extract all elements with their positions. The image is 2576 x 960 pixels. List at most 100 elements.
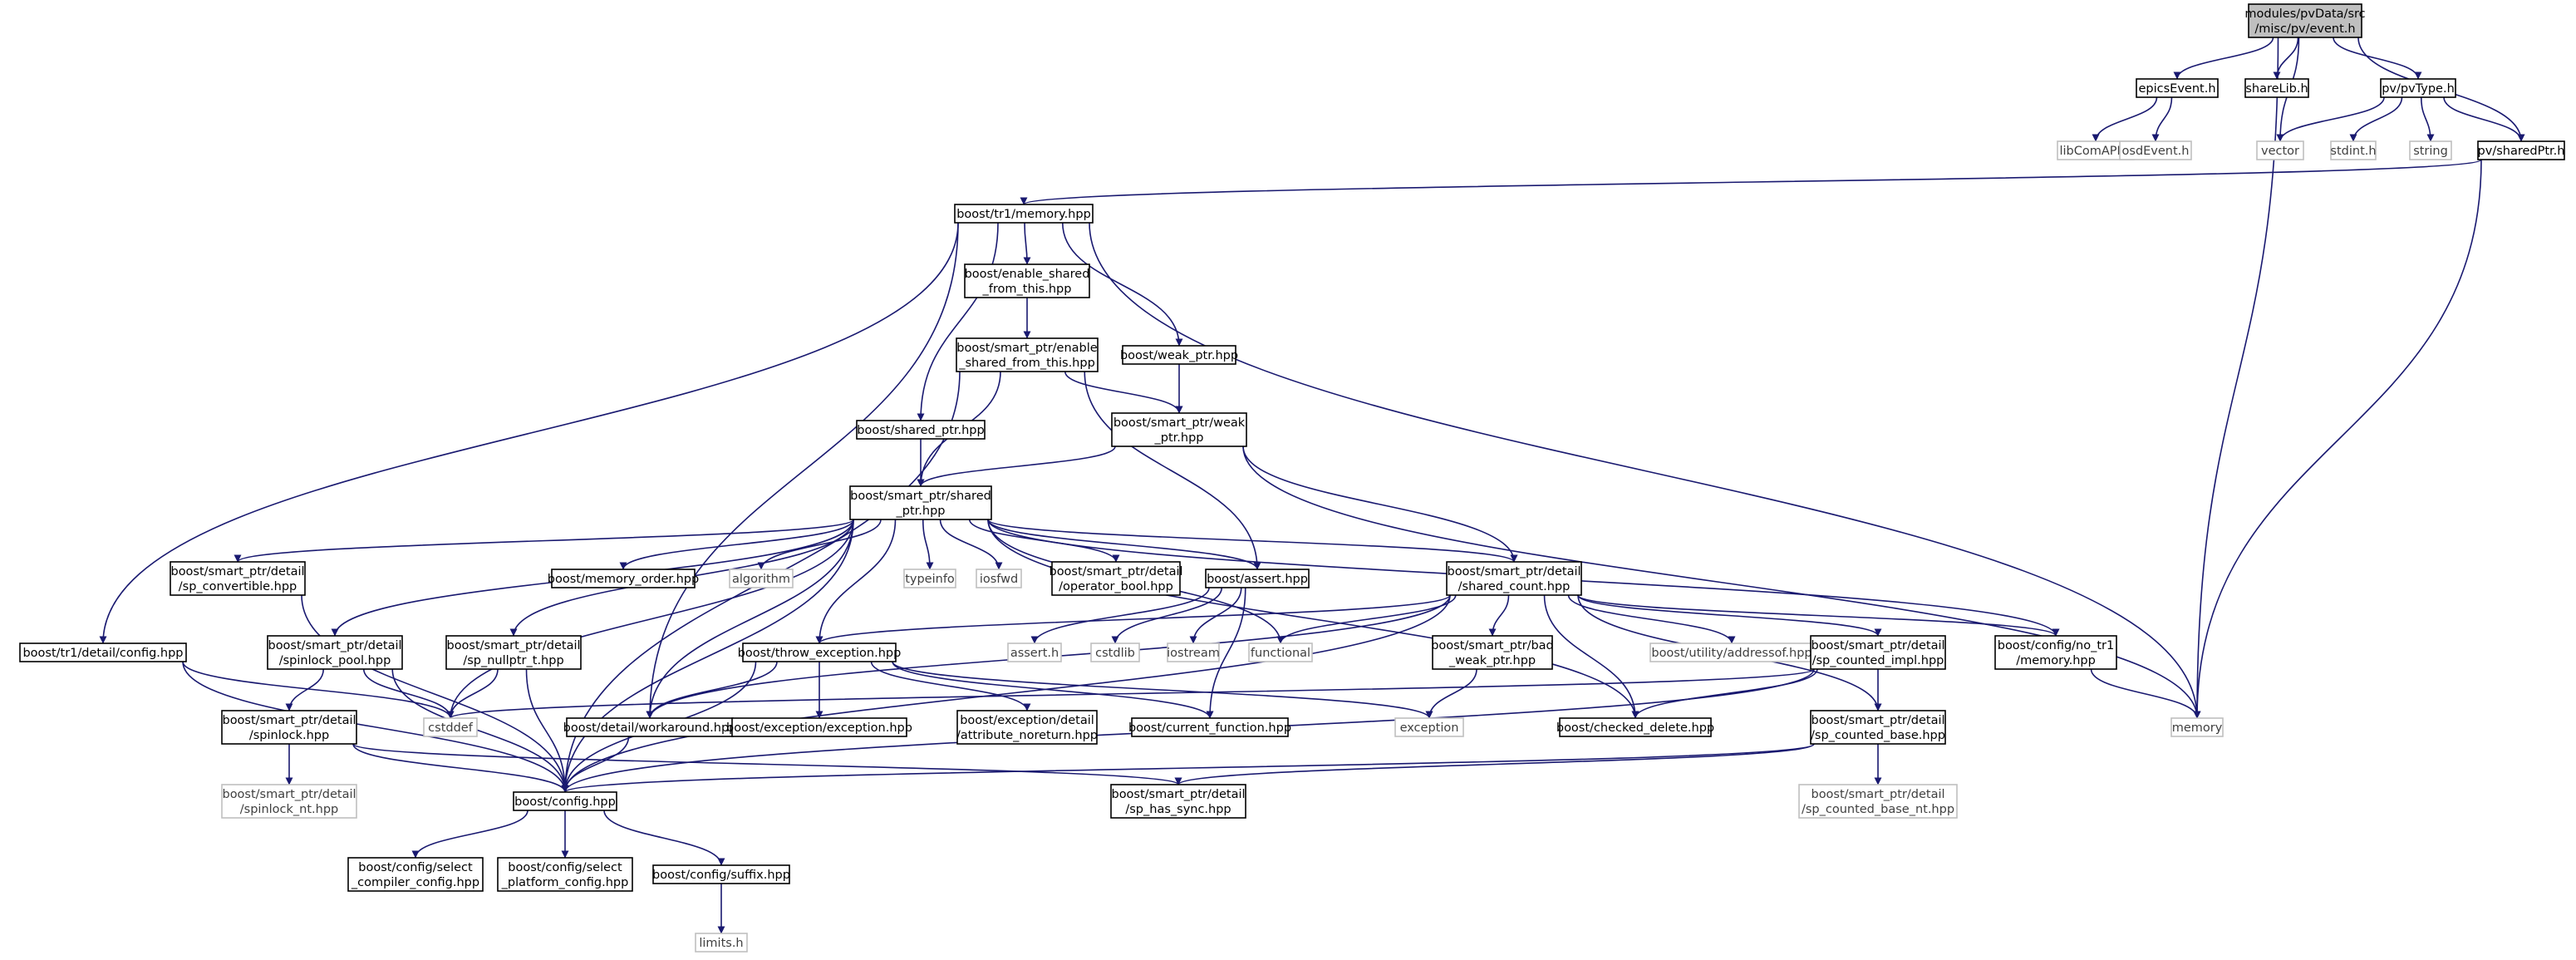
node-sp_counted_base_nt: boost/smart_ptr/detail/sp_counted_base_n…	[1798, 784, 1958, 819]
node-assert_h: assert.h	[1007, 642, 1062, 662]
node-box	[2477, 140, 2565, 160]
edge-path	[525, 668, 569, 793]
edge-sp_shared_ptr-to-shared_count	[987, 519, 1518, 563]
node-box	[849, 485, 992, 520]
node-box	[1111, 412, 1247, 447]
node-iosfwd: iosfwd	[976, 569, 1022, 588]
node-sp_nullptr[interactable]: boost/smart_ptr/detail/sp_nullptr_t.hpp	[445, 635, 582, 670]
node-spinlock[interactable]: boost/smart_ptr/detail/spinlock.hpp	[221, 710, 357, 745]
edge-sp_shared_ptr-to-throw_exception	[815, 519, 897, 644]
node-label-line: boost/config/select	[508, 861, 622, 874]
node-operator_bool[interactable]: boost/smart_ptr/detail/operator_bool.hpp	[1049, 561, 1183, 596]
node-throw_exception[interactable]: boost/throw_exception.hpp	[738, 642, 902, 662]
node-label-line: _compiler_config.hpp	[351, 876, 479, 889]
edge-path	[917, 446, 1116, 487]
node-label-line: boost/config/select	[358, 861, 473, 874]
edge-tr1memory-to-enable_shared	[1023, 222, 1031, 265]
node-event_h[interactable]: modules/pvData/src/misc/pv/event.h	[2244, 3, 2366, 38]
node-box	[445, 635, 582, 670]
edge-sp_counted_base-to-sp_has_sync	[1174, 743, 1815, 785]
node-sp_enable_shared[interactable]: boost/smart_ptr/enable_shared_from_this.…	[956, 337, 1099, 372]
node-sp_convertible[interactable]: boost/smart_ptr/detail/sp_convertible.hp…	[170, 561, 306, 596]
node-attribute_noreturn[interactable]: boost/exception/detail/attribute_noretur…	[956, 710, 1098, 745]
node-label-line: iostream	[1167, 647, 1220, 660]
edge-path	[603, 810, 725, 866]
edge-path	[2276, 96, 2385, 142]
node-shared_count[interactable]: boost/smart_ptr/detail/shared_count.hpp	[1446, 561, 1582, 596]
node-box	[903, 569, 956, 588]
node-suffix[interactable]: boost/config/suffix.hpp	[652, 864, 790, 884]
node-box	[1051, 561, 1181, 596]
node-spinlock_pool[interactable]: boost/smart_ptr/detail/spinlock_pool.hpp	[267, 635, 403, 670]
edge-spinlock_pool-to-config_hpp	[391, 668, 569, 793]
node-shareLib[interactable]: shareLib.h	[2244, 78, 2309, 98]
node-sp_counted_base[interactable]: boost/smart_ptr/detail/sp_counted_base.h…	[1810, 710, 1946, 745]
node-assert_hpp[interactable]: boost/assert.hpp	[1205, 569, 1310, 588]
node-sp_has_sync[interactable]: boost/smart_ptr/detail/sp_has_sync.hpp	[1110, 784, 1246, 819]
node-box	[1131, 717, 1289, 737]
edge-event_h-to-epicsEvent	[2173, 37, 2274, 80]
node-box	[513, 791, 617, 811]
node-sp_counted_impl[interactable]: boost/smart_ptr/detail/sp_counted_impl.h…	[1810, 635, 1946, 670]
node-bad_weak_ptr[interactable]: boost/smart_ptr/bad_weak_ptr.hpp	[1431, 635, 1554, 670]
node-box	[1432, 635, 1553, 670]
node-enable_shared[interactable]: boost/enable_shared_from_this.hpp	[964, 263, 1090, 298]
edge-tr1config-to-cstddef	[182, 661, 455, 719]
edge-shared_count-to-checked_delete	[1543, 594, 1639, 719]
edge-pvType-to-sharedPtr	[2443, 96, 2525, 142]
edge-sp_nullptr-to-config_hpp	[525, 668, 569, 793]
node-box	[1810, 710, 1946, 745]
edge-tr1memory-to-workaround	[646, 222, 959, 719]
node-sharedPtr[interactable]: pv/sharedPtr.h	[2477, 140, 2565, 160]
node-shared_ptr_hpp[interactable]: boost/shared_ptr.hpp	[856, 420, 986, 440]
node-select_platform[interactable]: boost/config/select_platform_config.hpp	[497, 857, 633, 892]
node-workaround[interactable]: boost/detail/workaround.hpp	[563, 717, 737, 737]
node-current_function[interactable]: boost/current_function.hpp	[1128, 717, 1291, 737]
node-box	[1798, 784, 1958, 819]
node-label-line: limits.h	[699, 937, 743, 950]
node-label-line: exception	[1400, 721, 1459, 735]
edge-path	[561, 519, 854, 793]
node-sp_weak_ptr[interactable]: boost/smart_ptr/weak_ptr.hpp	[1111, 412, 1247, 447]
node-label-line: /sp_counted_impl.hpp	[1812, 654, 1944, 667]
edge-path	[917, 222, 999, 421]
edge-pvType-to-stdint	[2349, 96, 2403, 142]
node-label-line: /attribute_noreturn.hpp	[956, 729, 1098, 742]
edge-path	[815, 519, 897, 644]
node-memory_order[interactable]: boost/memory_order.hpp	[548, 569, 699, 588]
node-limits: limits.h	[695, 933, 748, 953]
edge-path	[939, 519, 1003, 570]
node-pvType[interactable]: pv/pvType.h	[2380, 78, 2456, 98]
node-label-line: boost/exception/detail	[960, 714, 1094, 727]
node-label-line: boost/smart_ptr/detail	[1811, 788, 1944, 801]
node-exception_exception[interactable]: boost/exception/exception.hpp	[726, 717, 912, 737]
node-label-line: osdEvent.h	[2122, 145, 2190, 158]
node-tr1memory[interactable]: boost/tr1/memory.hpp	[954, 204, 1094, 224]
node-cstddef: cstddef	[423, 717, 478, 737]
node-label-line: boost/smart_ptr/detail	[222, 714, 356, 727]
node-tr1config[interactable]: boost/tr1/detail/config.hpp	[19, 642, 187, 662]
node-weak_ptr[interactable]: boost/weak_ptr.hpp	[1120, 345, 1238, 365]
node-no_tr1_memory[interactable]: boost/config/no_tr1/memory.hpp	[1994, 635, 2117, 670]
node-label-line: boost/config/suffix.hpp	[652, 869, 790, 882]
node-spinlock_nt: boost/smart_ptr/detail/spinlock_nt.hpp	[221, 784, 357, 819]
edge-tr1memory-to-tr1config	[99, 222, 959, 644]
edge-path	[561, 743, 1815, 793]
node-sp_shared_ptr[interactable]: boost/smart_ptr/shared_ptr.hpp	[849, 485, 992, 520]
node-checked_delete[interactable]: boost/checked_delete.hpp	[1556, 717, 1714, 737]
edge-sp_convertible-to-config_hpp	[301, 594, 569, 793]
edge-path	[1064, 371, 1183, 414]
edge-shared_count-to-config_hpp	[561, 594, 1451, 793]
edge-path	[1577, 594, 2060, 637]
node-select_compiler[interactable]: boost/config/select _compiler_config.hpp	[347, 857, 484, 892]
edge-shared_count-to-no_tr1_memory	[1577, 594, 2060, 637]
node-epicsEvent[interactable]: epicsEvent.h	[2136, 78, 2219, 98]
edge-path	[2090, 668, 2201, 719]
edge-path	[1084, 371, 1261, 570]
node-label-line: boost/smart_ptr/enable	[956, 342, 1097, 355]
node-config_hpp[interactable]: boost/config.hpp	[513, 791, 617, 811]
edge-path	[446, 668, 499, 719]
edge-path	[2092, 96, 2158, 142]
node-box	[221, 784, 357, 819]
file-nodes: modules/pvData/src/misc/pv/event.h epicsE…	[19, 3, 2565, 953]
